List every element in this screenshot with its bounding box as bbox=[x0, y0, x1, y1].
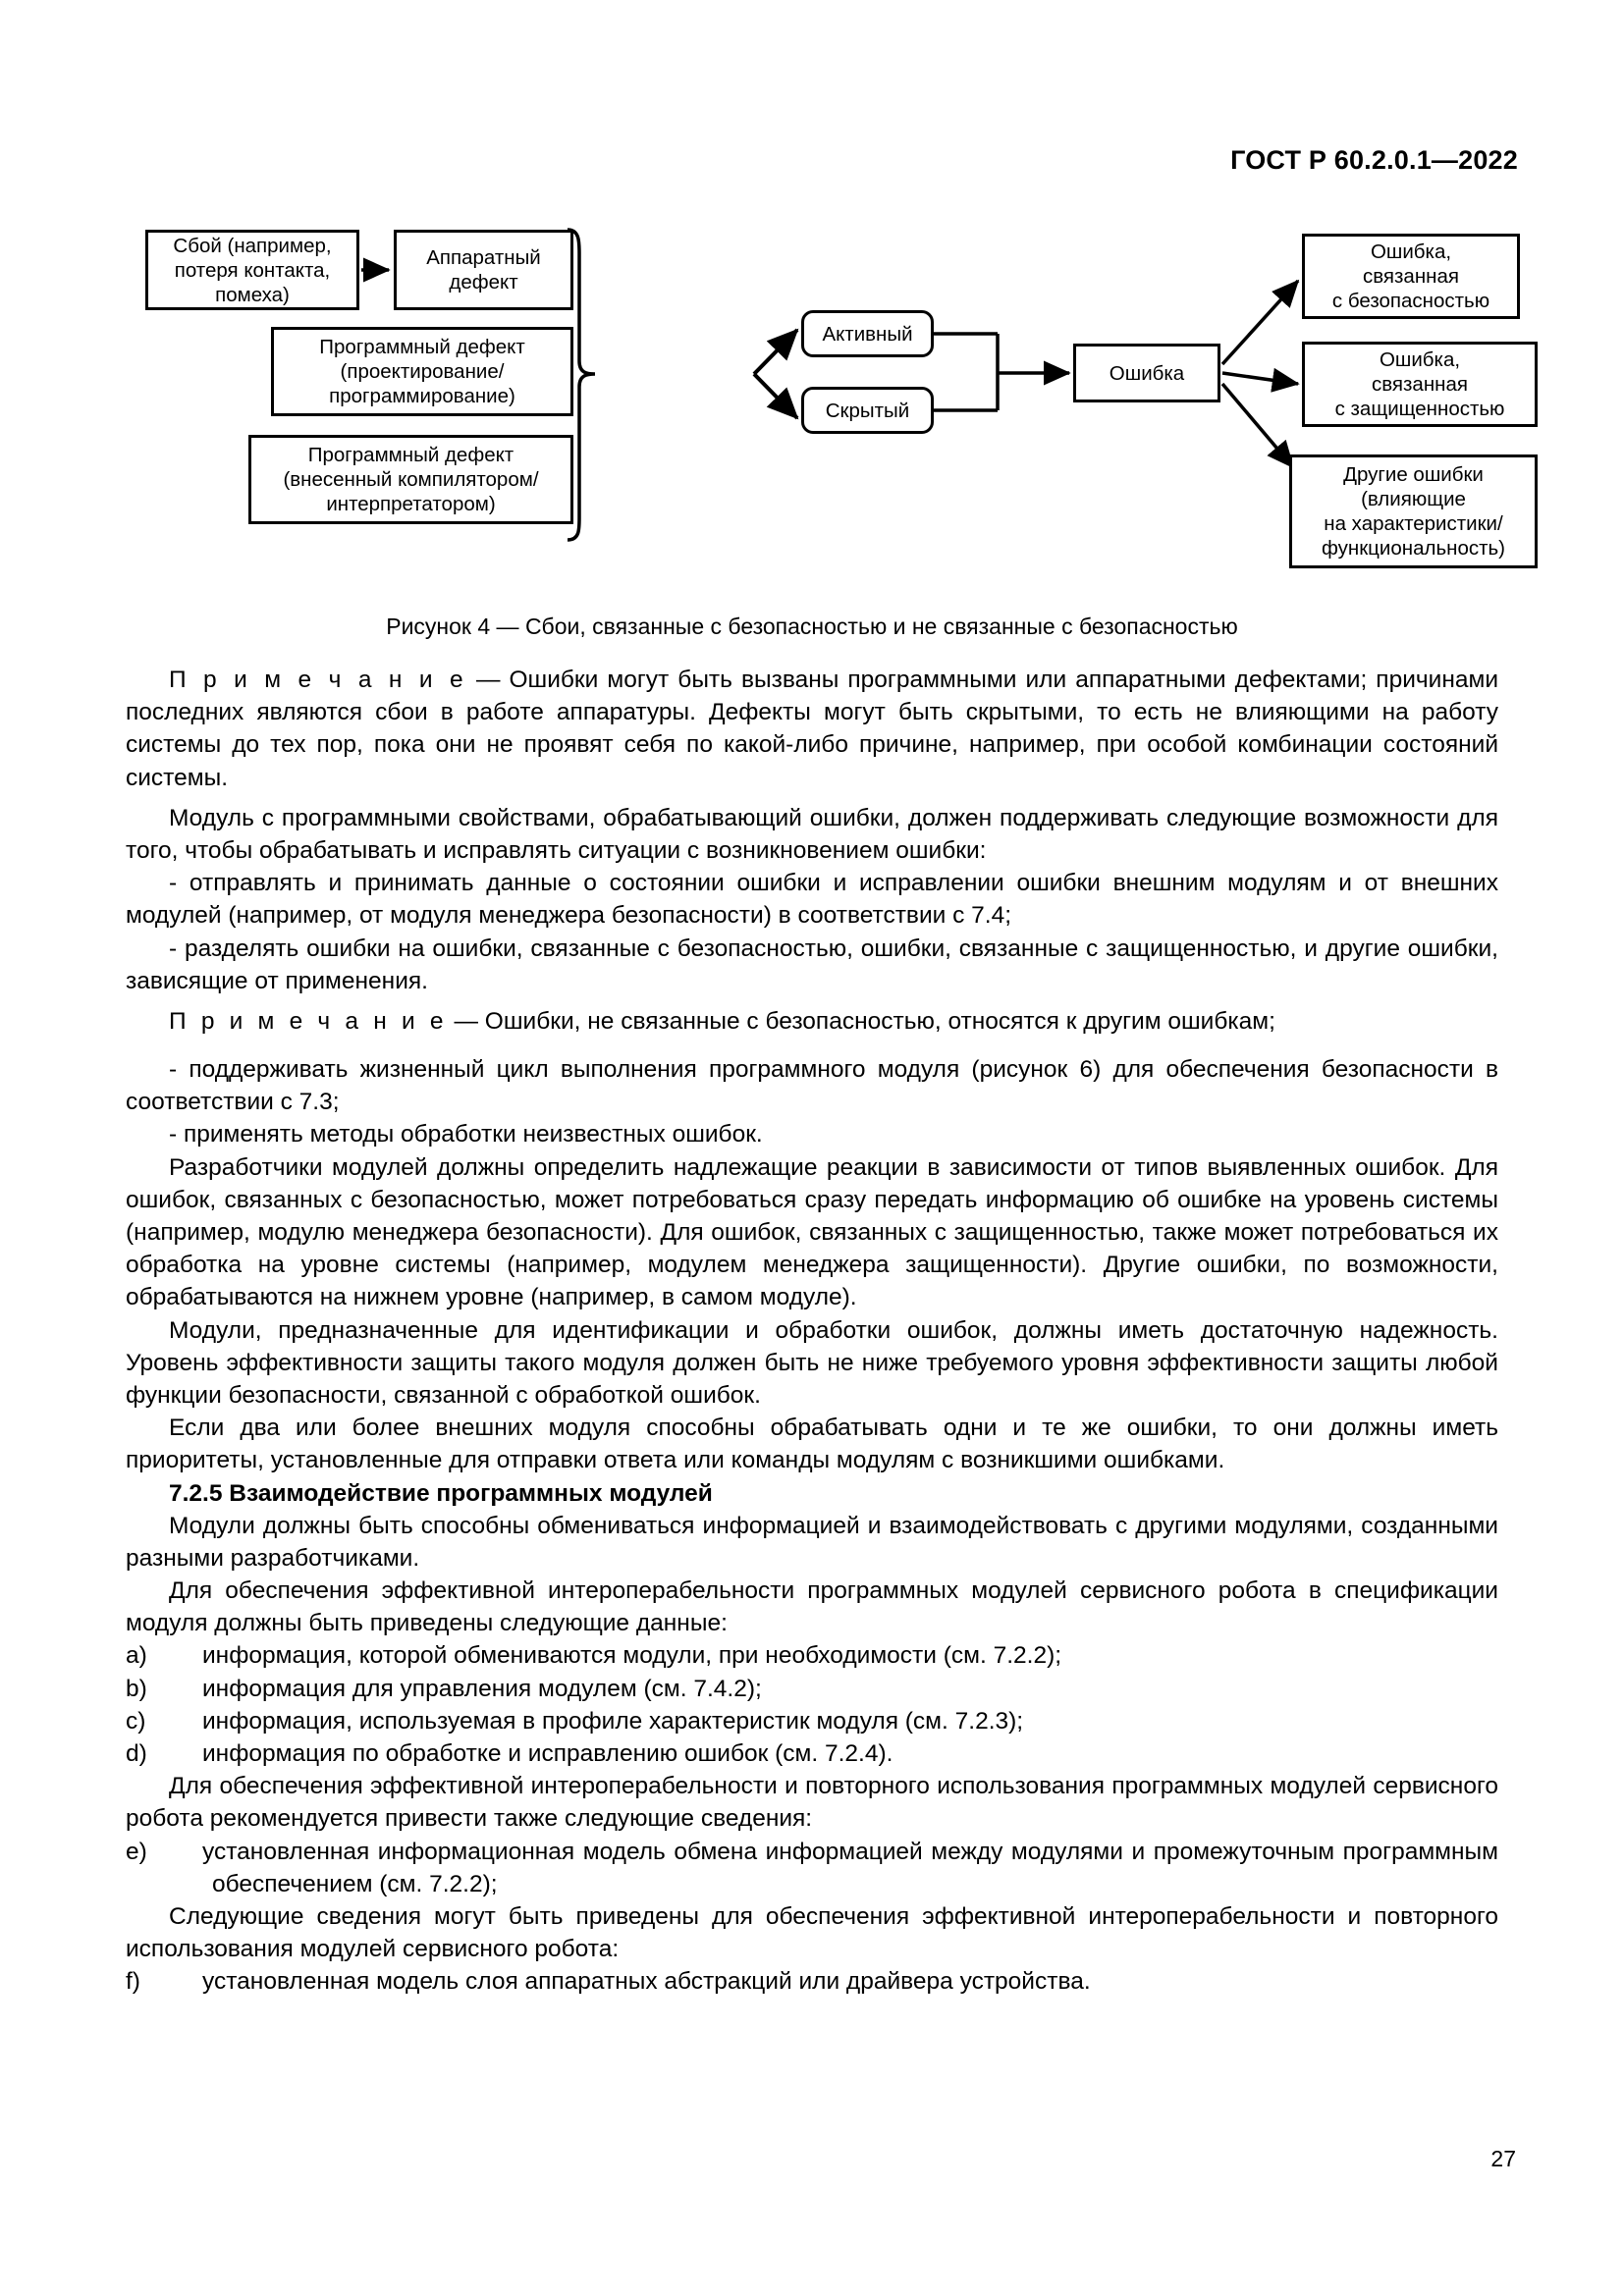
paragraph-1: Модуль с программными свойствами, обраба… bbox=[126, 804, 1498, 864]
list-item-d-marker: d) bbox=[126, 1740, 147, 1767]
figure-box-security-error-label: Ошибка, связанная с защищенностью bbox=[1334, 348, 1505, 420]
list-item-c-marker: c) bbox=[126, 1707, 146, 1735]
list-item-f-text: установленная модель слоя аппаратных абс… bbox=[202, 1968, 1091, 1996]
list-item-f-marker: f) bbox=[126, 1968, 140, 1996]
dash-item-3: - поддерживать жизненный цикл выполнения… bbox=[126, 1056, 1498, 1116]
note-2-text: — Ошибки, не связанные с безопасностью, … bbox=[454, 1007, 1275, 1035]
list-item-c-text: информация, используемая в профиле харак… bbox=[202, 1707, 1024, 1735]
figure-box-hidden: Скрытый bbox=[801, 387, 934, 434]
note-2-label: П р и м е ч а н и е bbox=[169, 1007, 448, 1035]
figure-box-error-label: Ошибка bbox=[1109, 361, 1185, 385]
figure-box-hardware-defect: Аппаратный дефект bbox=[394, 230, 573, 310]
figure-box-failure-label: Сбой (например, потеря контакта, помеха) bbox=[173, 234, 332, 306]
note-1-label: П р и м е ч а н и е bbox=[169, 667, 467, 693]
note-2: П р и м е ч а н и е — Ошибки, не связанн… bbox=[126, 1005, 1498, 1038]
figure-box-hardware-defect-label: Аппаратный дефект bbox=[426, 246, 541, 294]
figure-box-active: Активный bbox=[801, 310, 934, 357]
list-item-e: e) установленная информационная модель об… bbox=[126, 1836, 1498, 1900]
figure-box-hidden-label: Скрытый bbox=[825, 399, 910, 422]
paragraph-2: Разработчики модулей должны определить н… bbox=[126, 1153, 1498, 1311]
page-number: 27 bbox=[1490, 2146, 1516, 2171]
dash-item-4: - применять методы обработки неизвестных… bbox=[169, 1121, 763, 1148]
figure-box-safety-error-label: Ошибка, связанная с безопасностью bbox=[1331, 240, 1490, 312]
list-item-a-text: информация, которой обмениваются модули,… bbox=[202, 1642, 1062, 1670]
figure-box-software-defect-compiler: Программный дефект (внесенный компилятор… bbox=[248, 435, 573, 524]
list-item-e-text: установленная информационная модель обме… bbox=[202, 1838, 1498, 1897]
paragraph-4: Если два или более внешних модуля способ… bbox=[126, 1415, 1498, 1474]
figure-box-error: Ошибка bbox=[1073, 344, 1220, 402]
dash-item-2: - разделять ошибки на ошибки, связанные … bbox=[126, 934, 1498, 994]
list-item-a: a) информация, которой обмениваются модул… bbox=[126, 1639, 1498, 1672]
section-heading-7-2-5: 7.2.5 Взаимодействие программных модулей bbox=[169, 1479, 713, 1507]
figure-box-safety-error: Ошибка, связанная с безопасностью bbox=[1302, 234, 1520, 319]
figure-box-active-label: Активный bbox=[822, 322, 913, 346]
figure-box-software-defect-design-label: Программный дефект (проектирование/ прог… bbox=[319, 336, 525, 407]
list-item-b-marker: b) bbox=[126, 1675, 147, 1702]
paragraph-8: Следующие сведения могут быть приведены … bbox=[126, 1902, 1498, 1963]
list-item-d: d) информация по обработке и исправлению … bbox=[126, 1737, 1498, 1770]
paragraph-5: Модули должны быть способны обмениваться… bbox=[126, 1512, 1498, 1572]
dash-item-1: - отправлять и принимать данные о состоя… bbox=[126, 870, 1498, 930]
note-1: П р и м е ч а н и е — Ошибки могут быть … bbox=[126, 664, 1498, 794]
list-item-d-text: информация по обработке и исправлению ош… bbox=[202, 1740, 893, 1767]
list-item-b-text: информация для управления модулем (см. 7… bbox=[202, 1675, 762, 1702]
figure-box-other-errors: Другие ошибки (влияющие на характеристик… bbox=[1289, 454, 1538, 568]
list-item-c: c) информация, используемая в профиле хар… bbox=[126, 1705, 1498, 1737]
document-body: П р и м е ч а н и е — Ошибки могут быть … bbox=[126, 664, 1498, 1999]
page-header-standard-id: ГОСТ Р 60.2.0.1—2022 bbox=[1230, 145, 1518, 175]
figure-box-software-defect-design: Программный дефект (проектирование/ прог… bbox=[271, 327, 573, 416]
list-item-a-marker: a) bbox=[126, 1642, 147, 1670]
paragraph-7: Для обеспечения эффективной интероперабе… bbox=[126, 1773, 1498, 1833]
figure-box-other-errors-label: Другие ошибки (влияющие на характеристик… bbox=[1321, 463, 1505, 560]
figure-box-failure: Сбой (например, потеря контакта, помеха) bbox=[145, 230, 359, 310]
figure-4-diagram: Сбой (например, потеря контакта, помеха)… bbox=[126, 224, 1538, 587]
paragraph-6: Для обеспечения эффективной интероперабе… bbox=[126, 1577, 1498, 1637]
list-item-b: b) информация для управления модулем (см.… bbox=[126, 1673, 1498, 1705]
paragraph-3: Модули, предназначенные для идентификаци… bbox=[126, 1316, 1498, 1409]
figure-grouping-brace bbox=[567, 228, 596, 542]
list-item-f: f) установленная модель слоя аппаратных а… bbox=[126, 1965, 1498, 1998]
figure-box-security-error: Ошибка, связанная с защищенностью bbox=[1302, 342, 1538, 427]
figure-4-caption: Рисунок 4 — Сбои, связанные с безопаснос… bbox=[386, 614, 1238, 639]
list-item-e-marker: e) bbox=[126, 1838, 147, 1865]
note-1-text: — Ошибки могут быть вызваны программными… bbox=[126, 667, 1499, 791]
figure-box-software-defect-compiler-label: Программный дефект (внесенный компилятор… bbox=[283, 444, 539, 515]
